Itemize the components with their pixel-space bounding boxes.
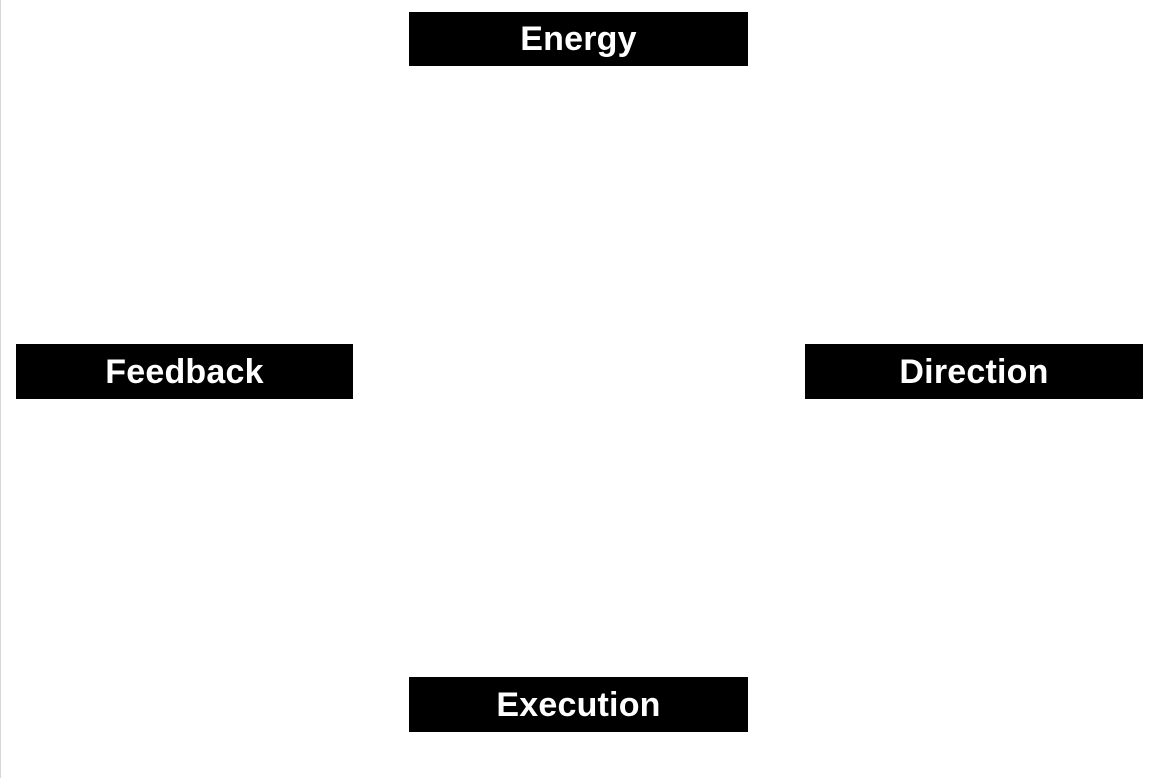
energy-label: Energy: [520, 20, 637, 58]
execution-label: Execution: [496, 685, 661, 724]
feedback-box: Feedback: [16, 344, 353, 399]
feedback-label: Feedback: [105, 352, 264, 391]
energy-box: Energy: [409, 12, 748, 66]
direction-box: Direction: [805, 344, 1143, 399]
direction-label: Direction: [899, 352, 1049, 391]
execution-box: Execution: [409, 677, 748, 732]
